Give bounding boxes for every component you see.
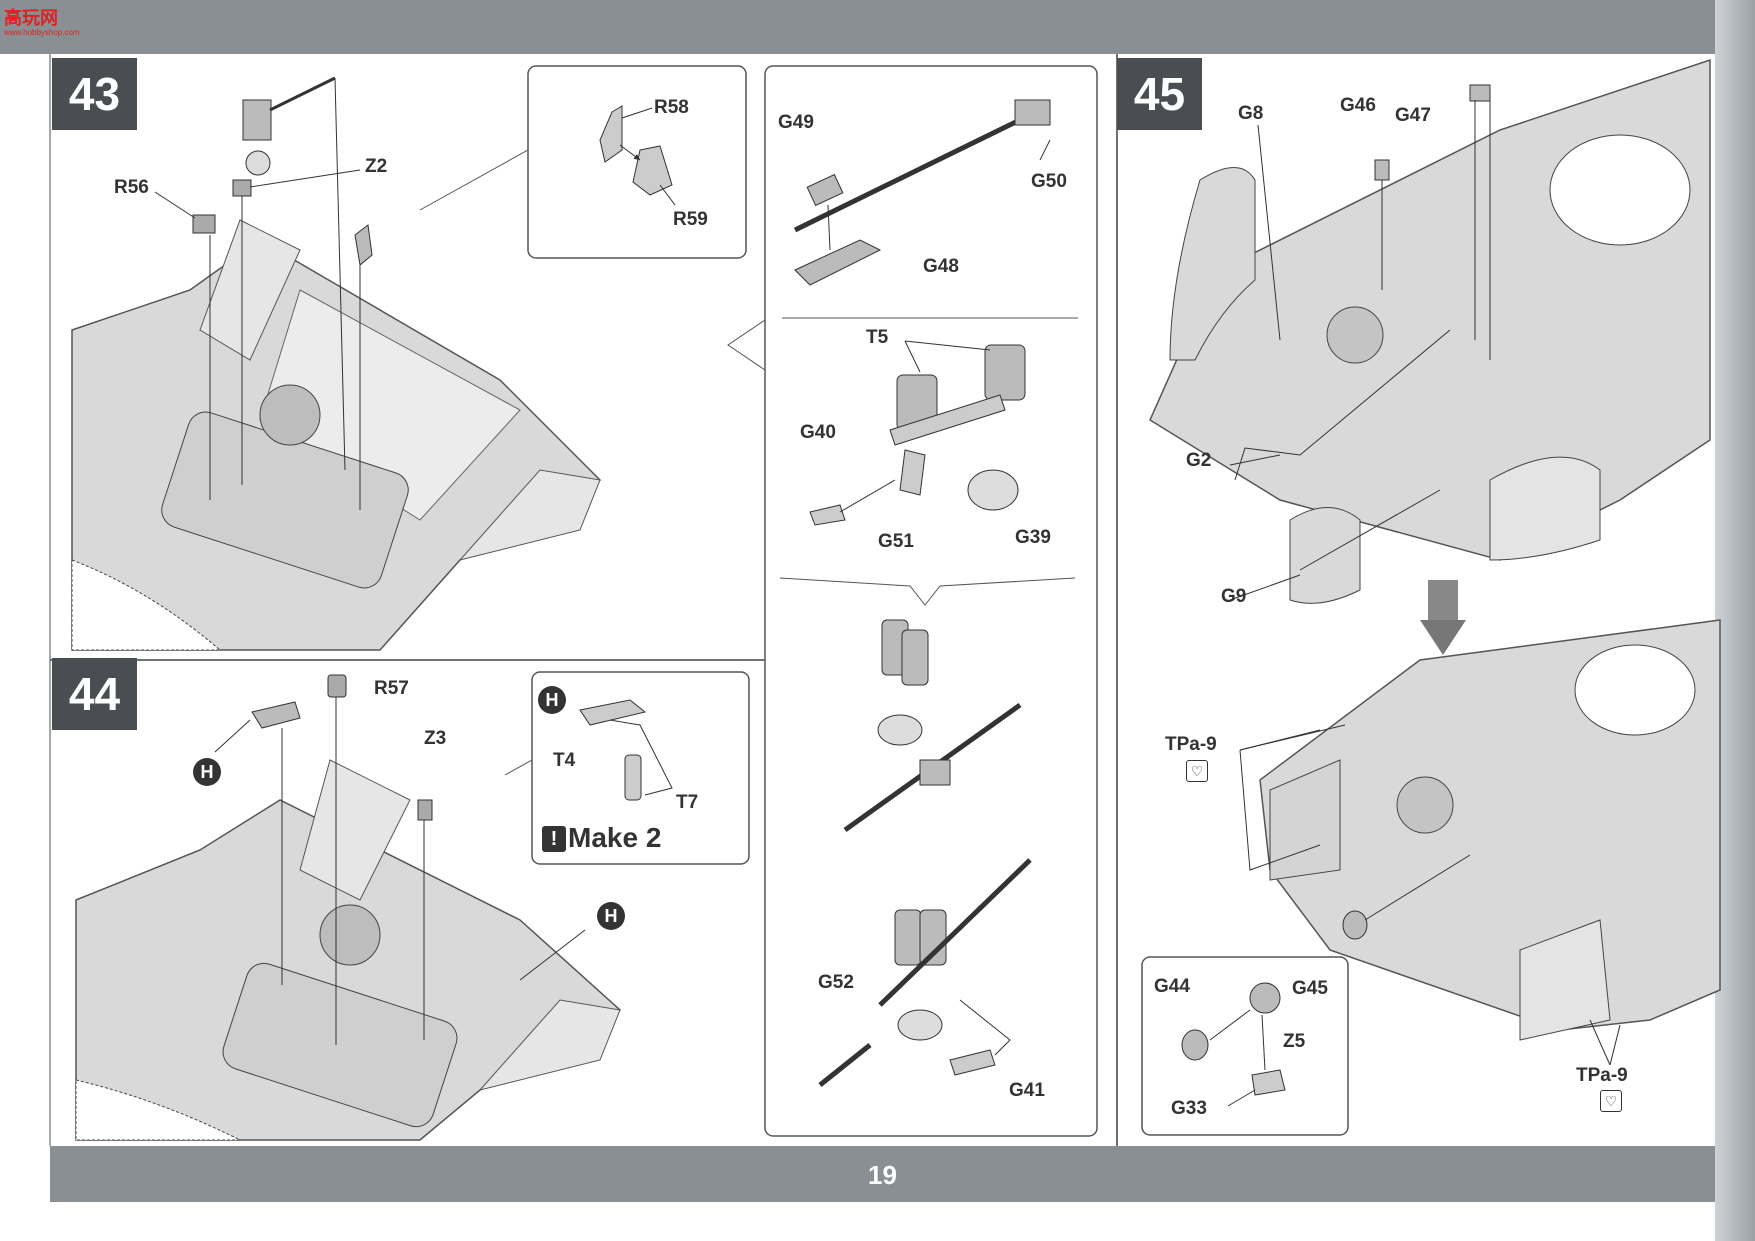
part-label-g39: G39 [1015, 527, 1051, 548]
part-label-t4: T4 [553, 750, 576, 771]
part-label-g48: G48 [923, 256, 959, 277]
logo-text: 高玩网 [4, 8, 58, 28]
part-label-tpa9-top: TPa-9 [1165, 734, 1217, 755]
part-label-g2: G2 [1186, 450, 1212, 471]
part-label-t7: T7 [676, 792, 699, 813]
mg-top-drawing [793, 99, 1051, 286]
part-label-r58: R58 [654, 97, 689, 118]
make-2-label: Make 2 [568, 822, 662, 853]
mg-mount-drawing [809, 340, 1026, 526]
h-marker-detail: H [538, 686, 566, 714]
h-marker-right: H [597, 902, 625, 930]
part-label-z3: Z3 [424, 728, 447, 749]
step-43-badge: 43 [52, 58, 137, 130]
part-label-g8: G8 [1238, 103, 1264, 124]
photo-etch-icon: ♡ [1186, 760, 1208, 782]
part-label-r59: R59 [673, 209, 708, 230]
bottom-bar: 19 [50, 1146, 1715, 1202]
part-label-t5: T5 [866, 327, 889, 348]
step-45-badge: 45 [1117, 58, 1202, 130]
part-label-g47: G47 [1395, 105, 1431, 126]
part-label-g50: G50 [1031, 171, 1067, 192]
part-label-g41: G41 [1009, 1080, 1045, 1101]
part-label-r56: R56 [114, 177, 149, 198]
step45-hull-bottom-drawing [1239, 619, 1721, 1066]
part-label-z2: Z2 [365, 156, 388, 177]
part-label-g49: G49 [778, 112, 814, 133]
top-bar [0, 0, 1755, 54]
part-label-g46: G46 [1340, 95, 1376, 116]
part-label-g51: G51 [878, 531, 914, 552]
part-label-g40: G40 [800, 422, 836, 443]
step45-hull-top-drawing [1149, 58, 1711, 604]
part-label-g45: G45 [1292, 978, 1328, 999]
part-label-g44: G44 [1154, 976, 1190, 997]
part-label-r57: R57 [374, 678, 409, 699]
part-label-g52: G52 [818, 972, 854, 993]
part-label-g9: G9 [1221, 586, 1247, 607]
part-label-z5: Z5 [1283, 1031, 1306, 1052]
down-arrow [1420, 580, 1466, 655]
step44-hull-drawing [75, 674, 622, 1141]
part-label-g33: G33 [1171, 1098, 1207, 1119]
step-44-badge: 44 [52, 658, 137, 730]
h-marker-left: H [193, 758, 221, 786]
logo-subtext: www.hobbyshop.com [4, 28, 80, 37]
step43-hull-drawing [71, 76, 602, 651]
make-2-note: !Make 2 [542, 822, 661, 854]
mg-assembled-drawing [843, 619, 1022, 833]
warning-icon: ! [542, 826, 566, 852]
part-label-tpa9-bottom: TPa-9 [1576, 1065, 1628, 1086]
mg-final-drawing [818, 858, 1032, 1087]
page-edge-shadow [1715, 0, 1755, 1241]
photo-etch-icon: ♡ [1600, 1090, 1622, 1112]
watermark-logo: 高玩网 www.hobbyshop.com [4, 4, 80, 40]
page-number: 19 [868, 1160, 897, 1190]
